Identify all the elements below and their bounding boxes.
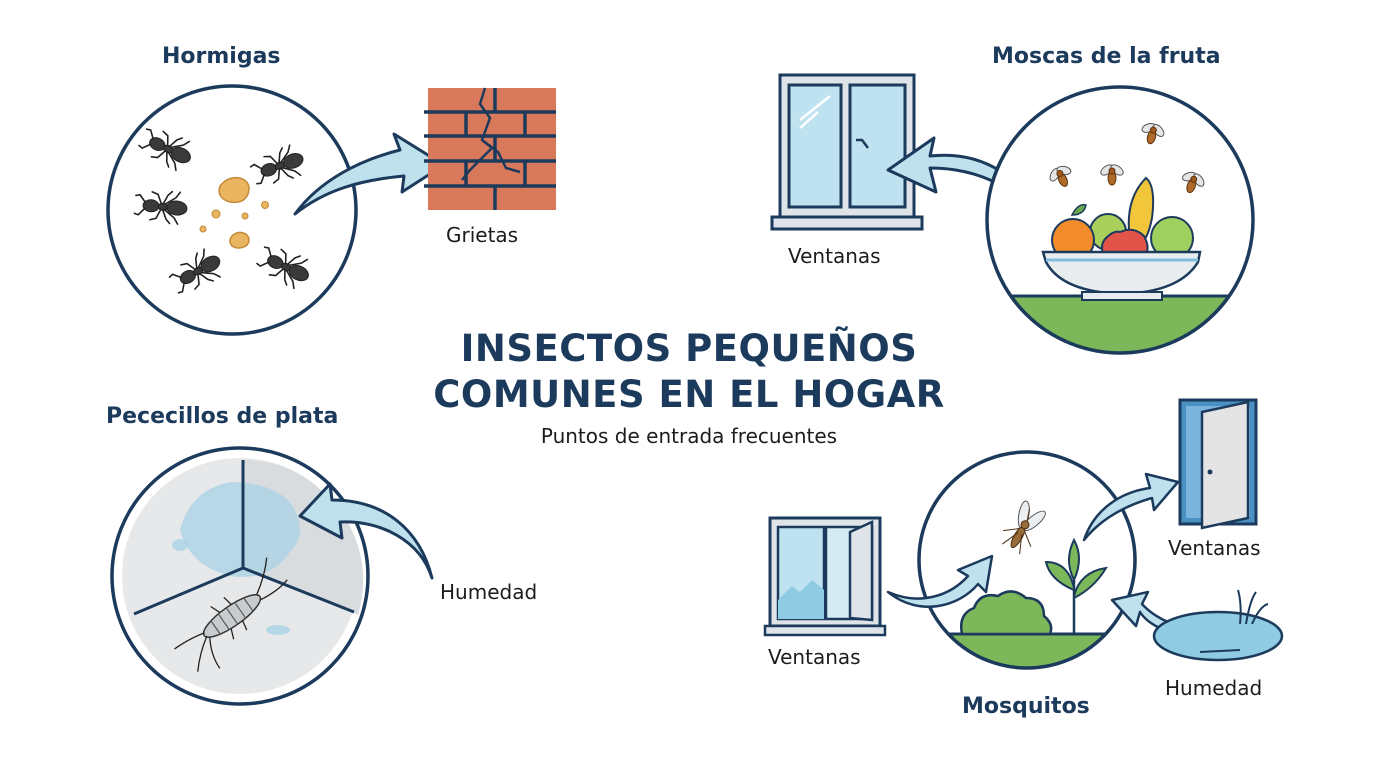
label-cracks: Grietas xyxy=(446,223,519,247)
label-windows-mosquitoes: Ventanas xyxy=(768,645,861,669)
label-moisture-silverfish: Humedad xyxy=(440,580,538,604)
main-title-line-1: INSECTOS PEQUEÑOS xyxy=(460,327,918,370)
window-icon xyxy=(770,73,924,231)
label-moisture-mosquitoes: Humedad xyxy=(1165,676,1263,700)
arrow-moisture-to-silverfish xyxy=(298,482,434,580)
cracked-brick-wall-icon xyxy=(424,87,556,210)
heading-ants: Hormigas xyxy=(162,44,281,69)
heading-silverfish: Pececillos de plata xyxy=(106,404,339,429)
heading-mosquitoes: Mosquitos xyxy=(962,694,1090,719)
label-windows-fruit-flies: Ventanas xyxy=(788,244,881,268)
fruit-bowl-illustration xyxy=(985,85,1255,355)
open-window-icon xyxy=(763,516,887,637)
door-icon xyxy=(1178,398,1258,530)
puddle-icon xyxy=(1152,589,1284,662)
arrow-ants-to-cracks xyxy=(293,132,446,216)
label-door-mosquitoes: Ventanas xyxy=(1168,536,1261,560)
arrow-mosquito-to-door xyxy=(1082,472,1180,542)
subtitle: Puntos de entrada frecuentes xyxy=(540,424,838,448)
arrow-window-to-mosquito xyxy=(886,554,994,608)
ants-illustration xyxy=(106,84,358,336)
heading-fruit-flies: Moscas de la fruta xyxy=(992,44,1221,69)
main-title-block: INSECTOS PEQUEÑOS COMUNES EN EL HOGAR Pu… xyxy=(400,326,978,448)
main-title-line-2: COMUNES EN EL HOGAR xyxy=(433,373,945,416)
mosquito-illustration xyxy=(917,450,1137,670)
